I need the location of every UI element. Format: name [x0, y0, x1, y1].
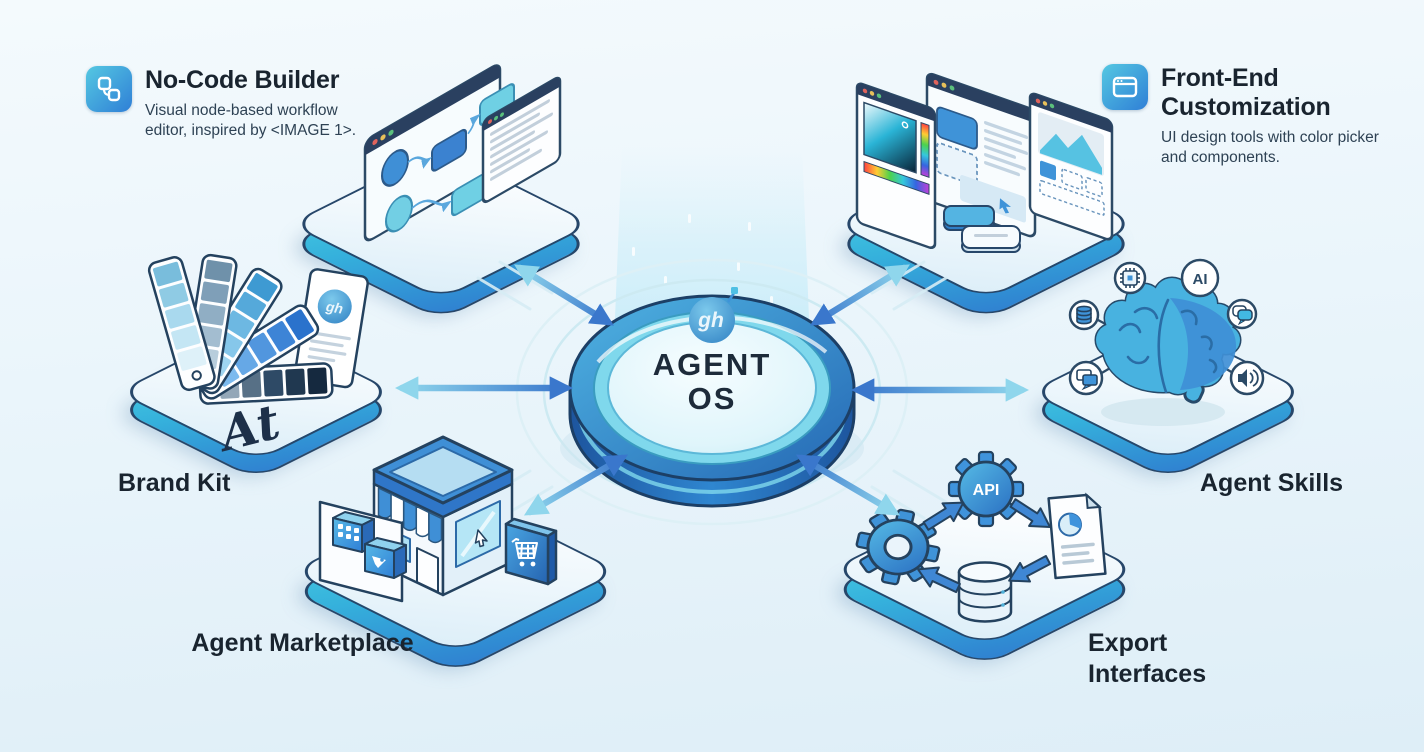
component-blocks	[943, 205, 1021, 253]
layout-editor-window	[925, 72, 1037, 238]
color-swatch-fan-icon	[147, 253, 334, 405]
hub-arrows	[394, 264, 1030, 516]
database-cylinder-icon	[957, 561, 1013, 623]
no-code-builder-subtitle: Visual node-based workflow editor, inspi…	[145, 102, 357, 140]
front-end-subtitle: UI design tools with color picker and co…	[1161, 129, 1379, 167]
agent-marketplace-label: Agent Marketplace	[191, 629, 414, 657]
api-gear-icon: API	[947, 450, 1025, 528]
flow-node-ellipse-2	[385, 194, 413, 233]
arrow-marketplace	[523, 454, 629, 516]
no-code-builder-title: No-Code Builder	[145, 66, 340, 94]
agent-skills-group: AI	[1068, 258, 1265, 426]
flow-node-rect-1	[431, 128, 467, 172]
code-panel-window	[481, 76, 562, 204]
app-tiles-card	[318, 500, 407, 603]
chart-thumbnail	[1040, 133, 1102, 175]
hub-title-line1: AGENT	[653, 347, 772, 382]
front-end-title: Front-End Customization	[1161, 64, 1331, 121]
database-icon	[1076, 305, 1092, 325]
brain-folds	[1118, 298, 1218, 394]
arrow-no-code	[514, 264, 614, 326]
export-interfaces-label: Export Interfaces	[1088, 629, 1207, 688]
workflow-nodes-icon	[86, 66, 132, 112]
messages-icon	[1076, 369, 1098, 391]
export-cycle-arrows	[917, 498, 1052, 594]
cart-glyph	[511, 538, 538, 559]
brand-card-logo-text: gh	[324, 298, 344, 317]
hub-title-line2: OS	[688, 381, 737, 416]
skill-badges: AI	[1068, 258, 1265, 396]
no-code-windows	[363, 64, 562, 242]
brand-kit-label: Brand Kit	[118, 469, 231, 497]
api-badge: API	[973, 482, 1000, 499]
app-tile-rocket-icon	[364, 537, 407, 579]
cursor-icon	[999, 198, 1011, 214]
flow-node-ellipse-1	[381, 149, 409, 187]
typography-sample: At	[211, 394, 285, 463]
hue-strip-vertical	[920, 121, 930, 179]
arrow-export	[795, 454, 901, 516]
export-group: API	[855, 450, 1107, 623]
speaker-icon	[1238, 369, 1259, 387]
front-end-heading: Front-End Customization UI design tools …	[1102, 64, 1402, 169]
brand-kit-group: gh	[147, 253, 369, 463]
browser-window-icon	[1102, 64, 1148, 110]
marketplace-group	[318, 435, 558, 603]
gh-logo-text: gh	[697, 309, 724, 332]
preview-window	[1028, 92, 1114, 241]
front-end-windows	[855, 72, 1114, 250]
gradient-picker-area	[863, 101, 917, 174]
ai-badge: AI	[1193, 271, 1208, 288]
chip-icon	[1120, 268, 1140, 288]
shopping-cart-tile-icon	[504, 517, 558, 586]
hue-strip-horizontal	[863, 160, 930, 196]
agent-os-hub: gh AGENT OS	[560, 287, 864, 508]
awning	[377, 487, 443, 544]
agent-skills-label: Agent Skills	[1200, 469, 1344, 497]
color-picker-window	[855, 82, 937, 250]
chat-bubble-icon	[1232, 305, 1253, 326]
arrow-front-end	[810, 264, 910, 326]
no-code-builder-heading: No-Code Builder Visual node-based workfl…	[86, 66, 386, 142]
brand-card-icon: gh	[293, 268, 369, 389]
gh-logo: gh	[689, 287, 738, 343]
flow-connectors	[407, 113, 481, 213]
report-document-icon	[1047, 492, 1107, 580]
cursor-icon	[474, 529, 488, 548]
